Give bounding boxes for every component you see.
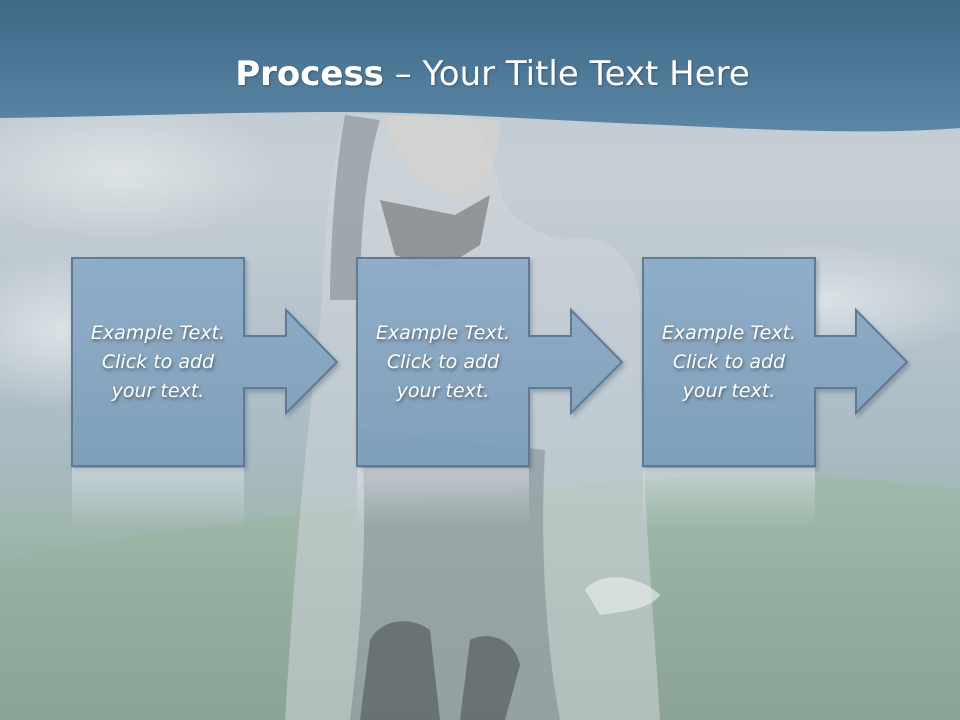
step-2-text-box[interactable]: Example Text. Click to add your text. [357,258,529,466]
arrow-box-shape [642,257,909,467]
step-1-text: Example Text. Click to add your text. [90,321,226,402]
title-bold-part: Process [235,54,384,94]
hair-shape [330,115,380,300]
reflection-shape [357,468,529,528]
reflection-shape [643,468,815,528]
step-1-text-box[interactable]: Example Text. Click to add your text. [72,258,244,466]
process-step-2[interactable] [356,257,624,528]
step-3-text-box[interactable]: Example Text. Click to add your text. [643,258,815,466]
step-3-text: Example Text. Click to add your text. [661,321,797,402]
arrow-box-shape [356,257,624,467]
reflection-shape [72,468,244,528]
face-shape [385,115,500,195]
slide-title[interactable]: Process – Your Title Text Here [0,50,960,98]
step-2-text: Example Text. Click to add your text. [375,321,511,402]
scarf-shape [380,195,490,270]
arrow-box-shape [71,257,339,467]
golf-club-head [585,577,660,615]
golf-clubs-shape [360,621,520,720]
process-step-1[interactable] [71,257,339,528]
title-rest-part: – Your Title Text Here [383,54,750,94]
header-band [0,0,960,132]
cloud-shape [0,100,280,240]
process-step-3[interactable] [642,257,909,528]
